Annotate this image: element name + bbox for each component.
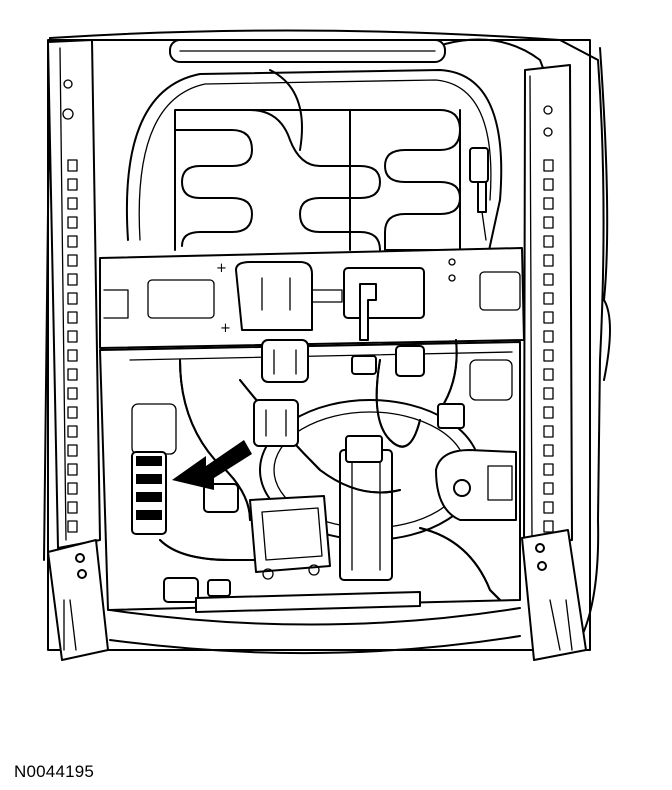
bottom-bar xyxy=(47,529,587,661)
svg-text:+: + xyxy=(216,261,227,276)
rail-slot xyxy=(543,444,554,457)
rail-slot xyxy=(67,349,78,362)
rail-slot xyxy=(67,292,78,305)
rail-slot xyxy=(543,463,554,476)
rail-slot xyxy=(543,482,554,495)
control-module xyxy=(249,495,331,580)
rail-slot xyxy=(543,216,554,229)
seat-springs xyxy=(174,109,461,251)
arrow-left-icon xyxy=(172,440,252,490)
rail-slot xyxy=(543,159,554,172)
rail-slot xyxy=(543,197,554,210)
rail-slot xyxy=(543,349,554,362)
rail-slot xyxy=(67,330,78,343)
center-latch xyxy=(235,261,425,341)
rail-slot xyxy=(67,235,78,248)
rail-slot xyxy=(543,292,554,305)
right-rail-slots xyxy=(543,159,554,533)
rail-slot xyxy=(67,444,78,457)
rail-slot xyxy=(67,368,78,381)
left-side-rail xyxy=(47,39,101,549)
svg-text:+: + xyxy=(220,321,231,336)
right-pivot xyxy=(435,449,517,521)
rail-slot xyxy=(67,216,78,229)
lower-bay xyxy=(99,341,521,611)
rail-slot xyxy=(67,406,78,419)
rail-slot xyxy=(67,311,78,324)
rail-slot xyxy=(543,330,554,343)
rail-slot xyxy=(67,463,78,476)
upper-right-connector xyxy=(469,147,489,241)
rail-slot xyxy=(67,482,78,495)
harness-connectors xyxy=(163,339,465,603)
rail-slot xyxy=(67,197,78,210)
highlighted-connector xyxy=(131,451,167,535)
rail-slot xyxy=(543,235,554,248)
rail-slot xyxy=(67,159,78,172)
rail-slot xyxy=(67,520,78,533)
rail-slot xyxy=(543,178,554,191)
rail-slot xyxy=(543,501,554,514)
rail-slot xyxy=(543,273,554,286)
right-side-rail xyxy=(523,64,573,546)
upper-wire-loop xyxy=(125,38,561,256)
rail-slot xyxy=(543,311,554,324)
rail-slot xyxy=(543,520,554,533)
top-support-bar xyxy=(169,39,446,63)
rail-slot xyxy=(67,501,78,514)
left-rail-slots xyxy=(67,159,78,533)
rail-slot xyxy=(543,406,554,419)
rail-slot xyxy=(67,425,78,438)
rail-slot xyxy=(67,254,78,267)
rail-slot xyxy=(67,273,78,286)
rail-slot xyxy=(67,178,78,191)
rail-slot xyxy=(543,368,554,381)
rail-slot xyxy=(543,387,554,400)
figure-id-label: N0044195 xyxy=(14,762,95,781)
rail-slot xyxy=(543,425,554,438)
rail-slot xyxy=(67,387,78,400)
rail-slot xyxy=(543,254,554,267)
